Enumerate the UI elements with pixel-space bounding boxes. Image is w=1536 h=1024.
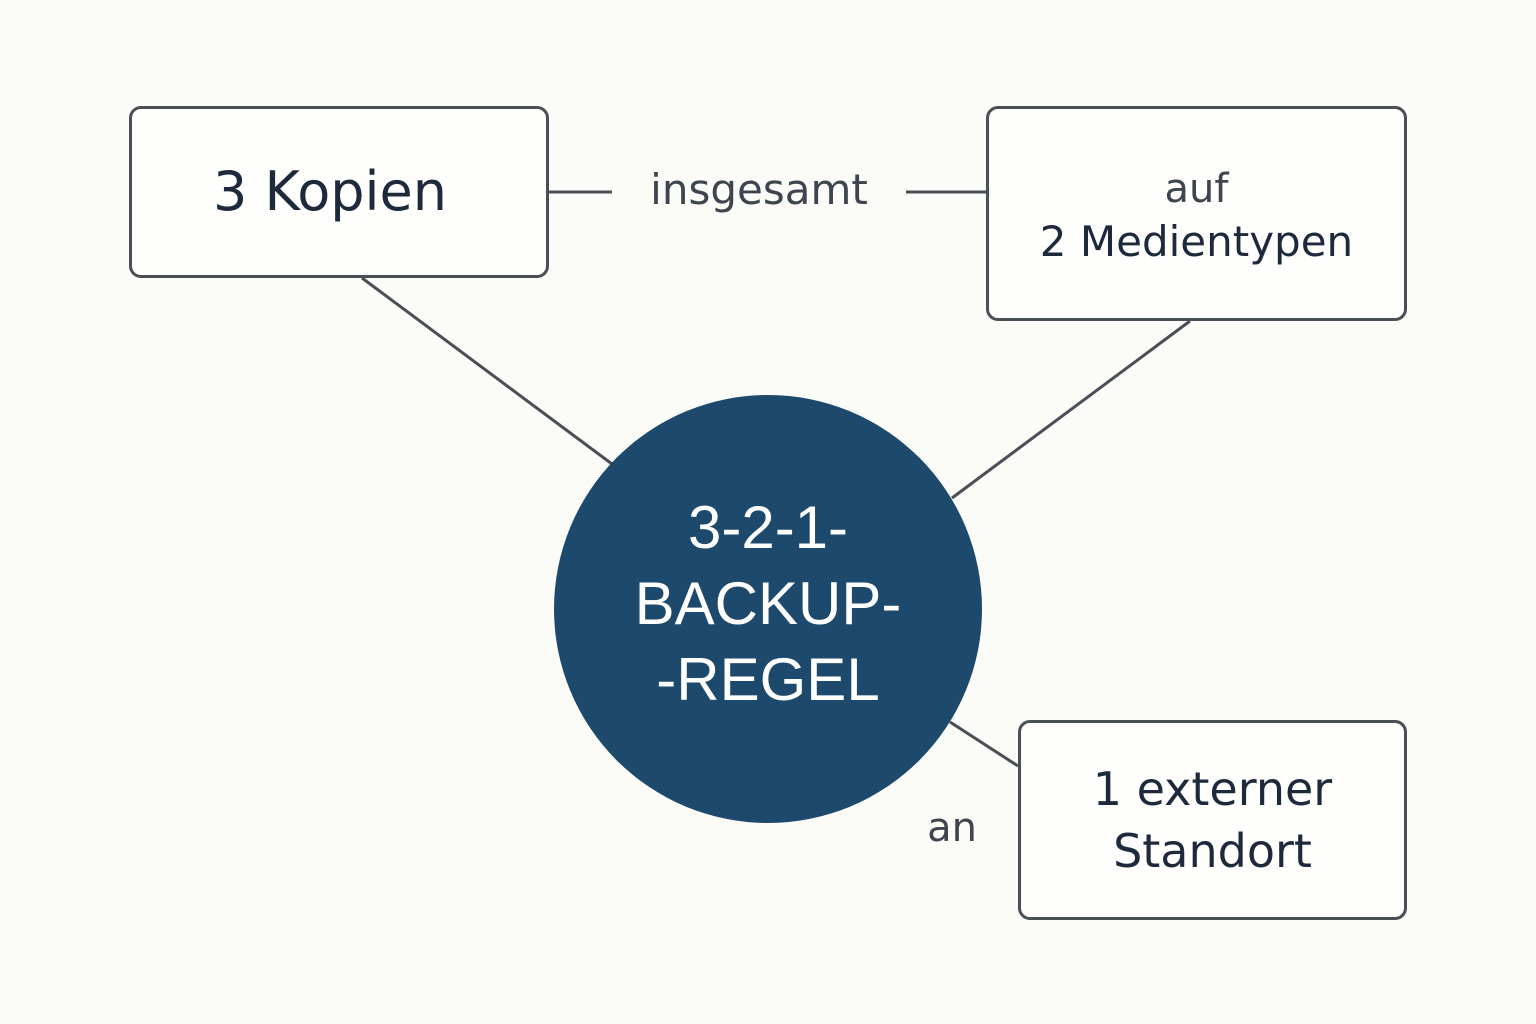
node-standort-line-1: 1 externer xyxy=(1092,761,1333,816)
node-medientypen: auf 2 Medientypen xyxy=(986,106,1407,321)
connector-label-an: an xyxy=(927,805,977,851)
node-medientypen-prefix: auf xyxy=(1164,166,1229,213)
center-title-line-2: BACKUP- xyxy=(634,570,902,637)
center-title-line-1: 3-2-1- xyxy=(687,494,849,561)
node-externer-standort: 1 externer Standort xyxy=(1018,720,1407,920)
center-node-backup-rule: 3-2-1- BACKUP- -REGEL xyxy=(554,395,982,823)
connector-label-insgesamt: insgesamt xyxy=(612,160,906,220)
connector-kopien-to-center xyxy=(361,276,613,466)
node-medientypen-label: 2 Medientypen xyxy=(1039,217,1354,267)
center-node-title: 3-2-1- BACKUP- -REGEL xyxy=(598,490,938,718)
center-title-line-3: -REGEL xyxy=(656,646,880,713)
connector-medien-to-center xyxy=(951,319,1191,500)
node-standort-line-2: Standort xyxy=(1113,824,1312,878)
connector-center-to-standort xyxy=(949,720,1019,768)
node-kopien-label: 3 Kopien xyxy=(212,160,447,224)
node-kopien: 3 Kopien xyxy=(129,106,549,278)
